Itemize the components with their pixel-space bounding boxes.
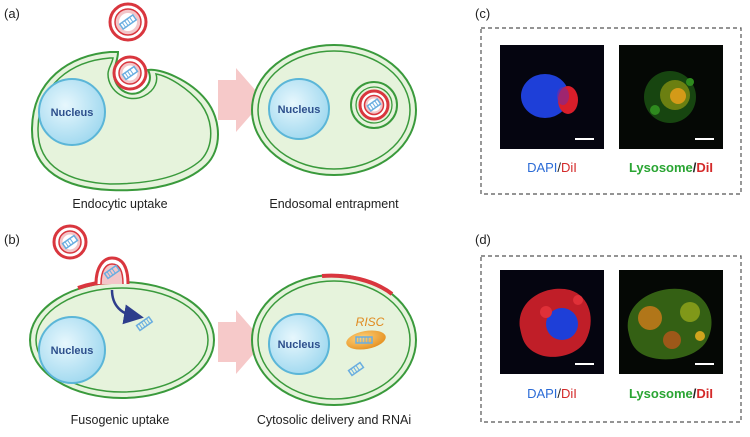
release-arrow	[110, 289, 144, 325]
micrograph-c-dapi-dii	[500, 45, 604, 149]
liposome-free	[108, 2, 148, 42]
liposome-free	[52, 224, 88, 260]
nucleus-b-right: Nucleus	[268, 313, 330, 375]
sirna-icon	[118, 13, 138, 31]
nucleus-b-left: Nucleus	[38, 316, 106, 384]
caption-d-right: Lysosome/DiI	[629, 386, 713, 401]
liposome-invaginating	[112, 55, 148, 91]
caption-endosomal-entrapment: Endosomal entrapment	[269, 197, 399, 211]
risc-label: RISC	[356, 315, 385, 329]
caption-cytosolic-delivery: Cytosolic delivery and RNAi	[257, 413, 411, 427]
caption-c-right: Lysosome/DiI	[629, 160, 713, 175]
transition-arrow-b	[218, 310, 264, 374]
panel-c-frame	[480, 27, 742, 195]
risc-complex: RISC	[346, 315, 386, 350]
sirna-icon	[103, 264, 121, 280]
transition-arrow-a	[218, 68, 264, 132]
nucleus-label: Nucleus	[278, 339, 321, 351]
micrograph-d-dapi-dii	[500, 270, 604, 374]
sirna-icon	[347, 361, 365, 377]
caption-endocytic-uptake: Endocytic uptake	[72, 197, 167, 211]
panel-b-label: (b)	[4, 232, 20, 247]
nucleus-a-right: Nucleus	[268, 78, 330, 140]
sirna-icon	[135, 315, 154, 332]
endosome	[350, 81, 398, 129]
cell-endosomal-entrapment	[251, 44, 417, 176]
sirna-icon	[61, 234, 79, 250]
nucleus-label: Nucleus	[278, 104, 321, 116]
micrograph-d-lyso-dii	[619, 270, 723, 374]
liposome-fusing	[94, 256, 130, 285]
panel-d-label: (d)	[475, 232, 491, 247]
sirna-icon	[121, 65, 139, 81]
caption-d-left: DAPI/DiI	[527, 386, 577, 401]
panel-d-frame	[480, 255, 742, 423]
nucleus-a-left: Nucleus	[38, 78, 106, 146]
caption-c-left: DAPI/DiI	[527, 160, 577, 175]
panel-c-label: (c)	[475, 6, 490, 21]
nucleus-label: Nucleus	[51, 107, 94, 119]
micrograph-c-lyso-dii	[619, 45, 723, 149]
caption-fusogenic-uptake: Fusogenic uptake	[71, 413, 170, 427]
sirna-icon	[366, 98, 382, 112]
nucleus-label: Nucleus	[51, 345, 94, 357]
panel-a-label: (a)	[4, 6, 20, 21]
